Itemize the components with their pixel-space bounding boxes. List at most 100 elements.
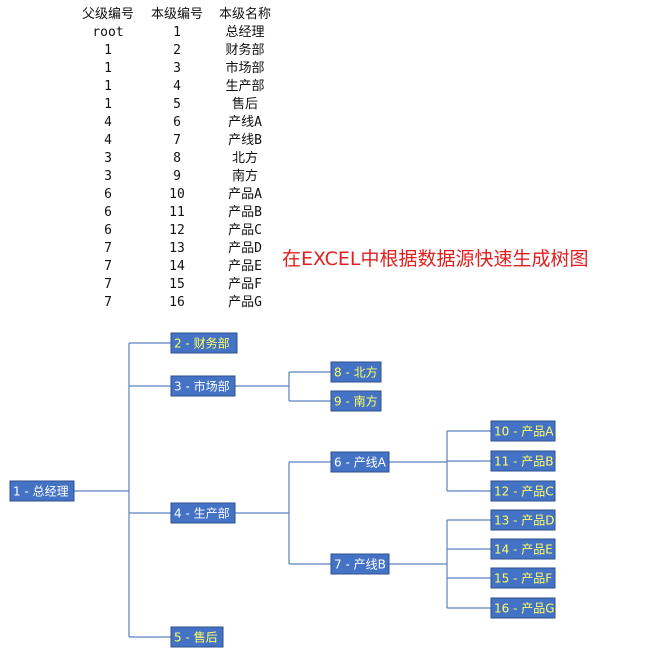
header-own-name: 本级名称	[218, 7, 271, 22]
table-cell: 4	[104, 115, 112, 130]
tree-node-label: 2 - 财务部	[174, 336, 230, 351]
tree-node-label: 9 - 南方	[334, 394, 378, 409]
tree-node-box	[490, 480, 556, 502]
table-cell: 7	[104, 241, 112, 256]
tree-node-label: 1 - 总经理	[13, 485, 69, 499]
table-cell: 6	[104, 205, 112, 220]
table-header-row: 父级编号 本级编号 本级名称	[76, 6, 276, 24]
table-cell: 3	[173, 61, 181, 76]
table-cell: 7	[104, 277, 112, 292]
table-cell: 产品B	[228, 205, 262, 220]
table-cell: 产品D	[228, 241, 262, 256]
table-cell: 1	[104, 97, 112, 112]
table-cell: 10	[169, 187, 185, 202]
tree-node-box	[330, 553, 390, 575]
table-cell: 4	[173, 79, 181, 94]
table-row: 1 5 售后	[76, 96, 276, 114]
tree-node-box	[490, 538, 556, 560]
table-row: 3 8 北方	[76, 150, 276, 168]
table-cell: 6	[104, 187, 112, 202]
tree-node-label: 8 - 北方	[334, 365, 378, 380]
table-row: 1 2 财务部	[76, 42, 276, 60]
tree-node-3[interactable]: 3 - 市场部	[170, 375, 236, 397]
tree-node-box	[330, 451, 390, 473]
tree-node-14[interactable]: 14 - 产品E	[490, 538, 556, 560]
tree-node-label: 14 - 产品E	[494, 543, 553, 557]
table-row: 7 13 产品D	[76, 240, 276, 258]
table-cell: 3	[104, 151, 112, 166]
table-cell: 15	[169, 277, 185, 292]
table-cell: 7	[104, 259, 112, 274]
tree-node-1[interactable]: 1 - 总经理	[9, 480, 75, 502]
table-cell: 12	[169, 223, 185, 238]
tree-node-label: 3 - 市场部	[174, 379, 230, 394]
tree-node-label: 5 - 售后	[174, 630, 218, 645]
table-cell: 11	[169, 205, 185, 220]
tree-node-box	[490, 567, 556, 589]
tree-node-label: 10 - 产品A	[494, 425, 554, 439]
tree-node-4[interactable]: 4 - 生产部	[170, 502, 236, 524]
table-cell: 产品F	[228, 277, 262, 292]
tree-node-box	[170, 502, 236, 524]
tree-node-label: 11 - 产品B	[494, 455, 553, 469]
tree-node-11[interactable]: 11 - 产品B	[490, 450, 556, 472]
tree-node-5[interactable]: 5 - 售后	[170, 626, 224, 648]
table-cell: 5	[173, 97, 181, 112]
tree-node-box	[170, 332, 238, 354]
tree-node-label: 12 - 产品C	[494, 485, 554, 499]
table-cell: 售后	[231, 97, 258, 112]
tree-node-13[interactable]: 13 - 产品D	[490, 509, 556, 531]
tree-node-8[interactable]: 8 - 北方	[330, 361, 382, 383]
table-cell: 2	[173, 43, 181, 58]
table-cell: root	[92, 25, 124, 40]
tree-node-box	[170, 375, 236, 397]
table-cell: 14	[169, 259, 185, 274]
tree-node-12[interactable]: 12 - 产品C	[490, 480, 556, 502]
header-own-id: 本级编号	[150, 7, 203, 22]
tree-node-10[interactable]: 10 - 产品A	[490, 420, 556, 442]
table-row: 4 7 产线B	[76, 132, 276, 150]
tree-node-2[interactable]: 2 - 财务部	[170, 332, 238, 354]
table-cell: 产品G	[228, 295, 262, 310]
tree-node-label: 16 - 产品G	[494, 602, 555, 616]
table-cell: 产线B	[228, 133, 262, 148]
table-cell: 9	[173, 169, 181, 184]
table-cell: 产线A	[228, 115, 262, 130]
tree-nodes: 1 - 总经理 2 - 财务部 3 - 市场部 4 - 生产部 5 - 售后 6 - 产线…	[9, 332, 556, 648]
table-cell: 8	[173, 151, 181, 166]
table-cell: 1	[104, 43, 112, 58]
table-cell: 16	[169, 295, 185, 310]
tree-node-15[interactable]: 15 - 产品F	[490, 567, 556, 589]
tree-node-box	[170, 626, 224, 648]
tree-node-6[interactable]: 6 - 产线A	[330, 451, 390, 473]
tree-node-box	[330, 361, 382, 383]
table-cell: 13	[169, 241, 185, 256]
table-cell: 南方	[231, 169, 258, 184]
tree-node-9[interactable]: 9 - 南方	[330, 390, 382, 412]
tree-node-label: 15 - 产品F	[494, 572, 552, 586]
page-title: 在EXCEL中根据数据源快速生成树图	[282, 248, 589, 270]
table-cell: 1	[104, 79, 112, 94]
tree-node-16[interactable]: 16 - 产品G	[490, 597, 556, 619]
table-cell: 7	[173, 133, 181, 148]
tree-edges	[74, 342, 491, 638]
table-cell: 总经理	[225, 25, 265, 40]
tree-node-7[interactable]: 7 - 产线B	[330, 553, 390, 575]
tree-node-box	[330, 390, 382, 412]
tree-node-box	[490, 597, 556, 619]
table-cell: 北方	[231, 151, 258, 166]
table-cell: 4	[104, 133, 112, 148]
table-row: 6 11 产品B	[76, 204, 276, 222]
table-cell: 市场部	[225, 61, 265, 76]
table-cell: 财务部	[225, 43, 265, 58]
tree-node-label: 7 - 产线B	[334, 558, 386, 572]
table-cell: 产品C	[228, 223, 262, 238]
table-cell: 3	[104, 169, 112, 184]
